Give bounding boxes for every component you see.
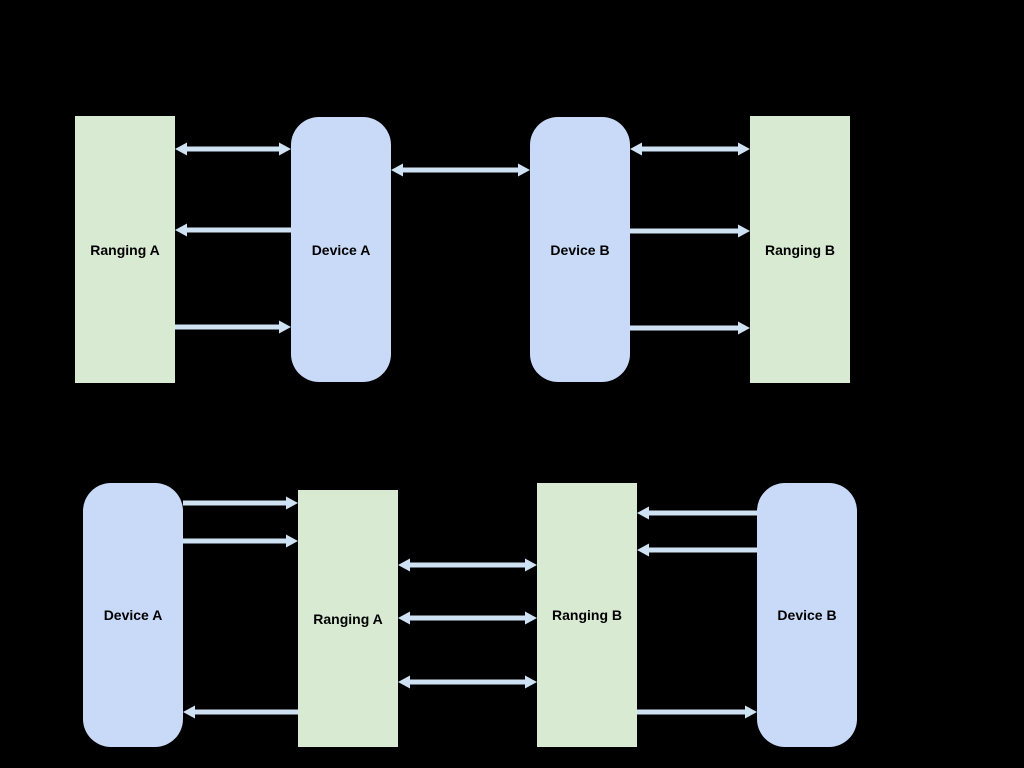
- arrow-bRA-to-bRB: [398, 558, 537, 572]
- bottom-device-b-label: Device B: [777, 607, 837, 623]
- arrowhead: [286, 534, 298, 548]
- top-ranging-a-label: Ranging A: [90, 241, 160, 258]
- arrowhead: [738, 321, 750, 335]
- arrow-tDB-to-tRB: [630, 321, 750, 335]
- arrowhead: [286, 496, 298, 510]
- bottom-device-b-box: Device B: [757, 483, 857, 747]
- top-device-a-box: Device A: [291, 117, 391, 382]
- bottom-ranging-a-box: Ranging A: [298, 490, 398, 747]
- arrow-tRA-to-tDA: [175, 320, 291, 334]
- arrowhead: [630, 142, 642, 156]
- bottom-ranging-a-label: Ranging A: [313, 610, 383, 627]
- arrow-bDA-to-bRA: [183, 534, 298, 548]
- top-ranging-b-box: Ranging B: [750, 116, 850, 383]
- arrowhead: [183, 705, 195, 719]
- arrowhead: [279, 320, 291, 334]
- arrow-tDA-to-tDB: [391, 163, 530, 177]
- arrow-tDB-to-tRB: [630, 142, 750, 156]
- arrow-bRA-to-bRB: [398, 675, 537, 689]
- arrow-bRB-to-bDB: [637, 705, 757, 719]
- arrow-tRA-to-tDA: [175, 142, 291, 156]
- arrowhead: [398, 611, 410, 625]
- arrowhead: [637, 543, 649, 557]
- arrowhead: [279, 142, 291, 156]
- arrow-bDB-to-bRB: [637, 543, 757, 557]
- arrow-tDA-to-tRA: [175, 223, 291, 237]
- arrowhead: [525, 675, 537, 689]
- arrowhead: [525, 611, 537, 625]
- arrowhead: [518, 163, 530, 177]
- top-ranging-b-label: Ranging B: [765, 241, 835, 258]
- arrowhead: [175, 142, 187, 156]
- arrow-tDB-to-tRB: [630, 224, 750, 238]
- arrow-bRA-to-bDA: [183, 705, 298, 719]
- arrowhead: [738, 142, 750, 156]
- arrow-bDB-to-bRB: [637, 506, 757, 520]
- top-device-a-label: Device A: [311, 241, 371, 258]
- arrowhead: [391, 163, 403, 177]
- arrowhead: [398, 558, 410, 572]
- arrowhead: [398, 675, 410, 689]
- arrowhead: [637, 506, 649, 520]
- arrowhead: [525, 558, 537, 572]
- bottom-ranging-b-box: Ranging B: [537, 483, 637, 747]
- bottom-device-a-label: Device A: [103, 607, 163, 623]
- bottom-device-a-box: Device A: [83, 483, 183, 747]
- arrowhead: [175, 223, 187, 237]
- top-device-b-box: Device B: [530, 117, 630, 382]
- top-device-b-label: Device B: [550, 241, 610, 258]
- arrow-bDA-to-bRA: [183, 496, 298, 510]
- top-ranging-a-box: Ranging A: [75, 116, 175, 383]
- arrowhead: [745, 705, 757, 719]
- arrow-bRA-to-bRB: [398, 611, 537, 625]
- arrowhead: [738, 224, 750, 238]
- bottom-ranging-b-label: Ranging B: [552, 607, 622, 623]
